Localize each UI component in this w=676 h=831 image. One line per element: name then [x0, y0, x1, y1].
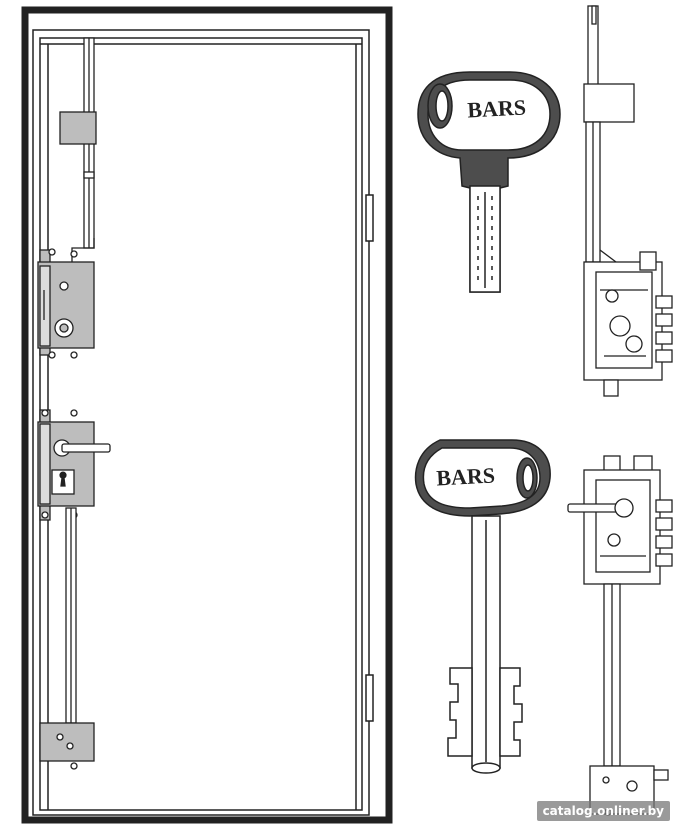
- key-top-brand: BARS: [467, 94, 527, 122]
- bottom-bolt-block: [39, 722, 95, 762]
- watermark: catalog.onliner.by: [536, 801, 670, 821]
- lock-mechanism-top: [583, 5, 673, 397]
- key-bottom-brand: BARS: [436, 462, 496, 490]
- key-top: BARS: [417, 71, 561, 293]
- upper-lock: [37, 248, 95, 359]
- lower-lock: [37, 409, 111, 521]
- key-bottom: BARS: [414, 439, 551, 774]
- hinge-top: [365, 194, 374, 242]
- top-bolt-block: [59, 111, 97, 145]
- lock-mechanism-bottom: [567, 455, 673, 816]
- hinge-bottom: [365, 674, 374, 722]
- door-handle: [53, 439, 111, 457]
- bottom-locking-rod: [39, 507, 95, 770]
